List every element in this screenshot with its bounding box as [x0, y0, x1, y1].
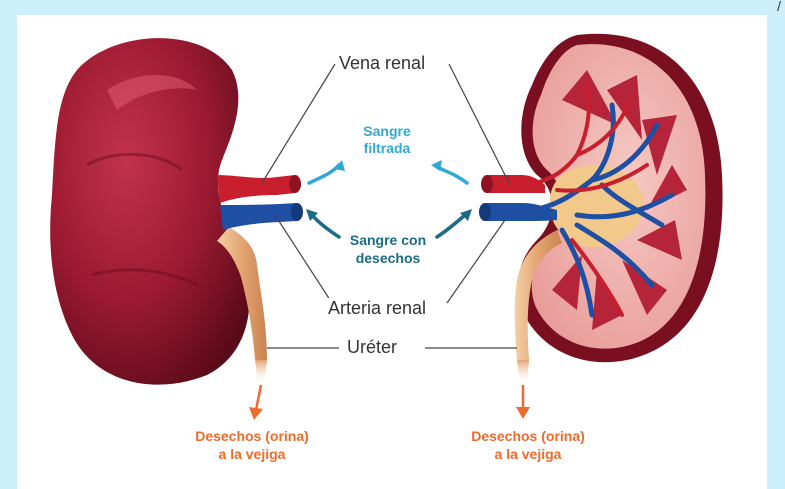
urine-arrow-head-right — [516, 407, 530, 419]
label-desechos-right-line1: Desechos (orina) — [453, 427, 603, 445]
label-ureter: Uréter — [343, 337, 401, 358]
label-desechos-left-line2: a la vejiga — [177, 445, 327, 463]
label-sangre-filtrada-line2: filtrada — [347, 140, 427, 157]
left-kidney — [50, 38, 303, 385]
label-sangre-con-desechos-line2: desechos — [333, 249, 443, 267]
right-kidney — [479, 34, 723, 385]
label-desechos-right: Desechos (orina) a la vejiga — [453, 427, 603, 463]
urine-arrow-head-left — [249, 407, 263, 420]
flow-arrows — [309, 165, 467, 237]
label-sangre-con-desechos-line1: Sangre con — [333, 231, 443, 249]
label-arteria-renal: Arteria renal — [328, 298, 426, 319]
label-desechos-left: Desechos (orina) a la vejiga — [177, 427, 327, 463]
label-desechos-right-line2: a la vejiga — [453, 445, 603, 463]
label-vena-renal: Vena renal — [339, 53, 425, 74]
label-sangre-filtrada-line1: Sangre — [347, 123, 427, 140]
corner-mark: / — [777, 0, 781, 14]
diagram-panel: Vena renal Arteria renal Uréter Sangre f… — [17, 15, 767, 489]
label-sangre-filtrada: Sangre filtrada — [347, 123, 427, 157]
label-desechos-left-line1: Desechos (orina) — [177, 427, 327, 445]
label-sangre-con-desechos: Sangre con desechos — [333, 231, 443, 267]
urine-arrows — [256, 385, 523, 410]
